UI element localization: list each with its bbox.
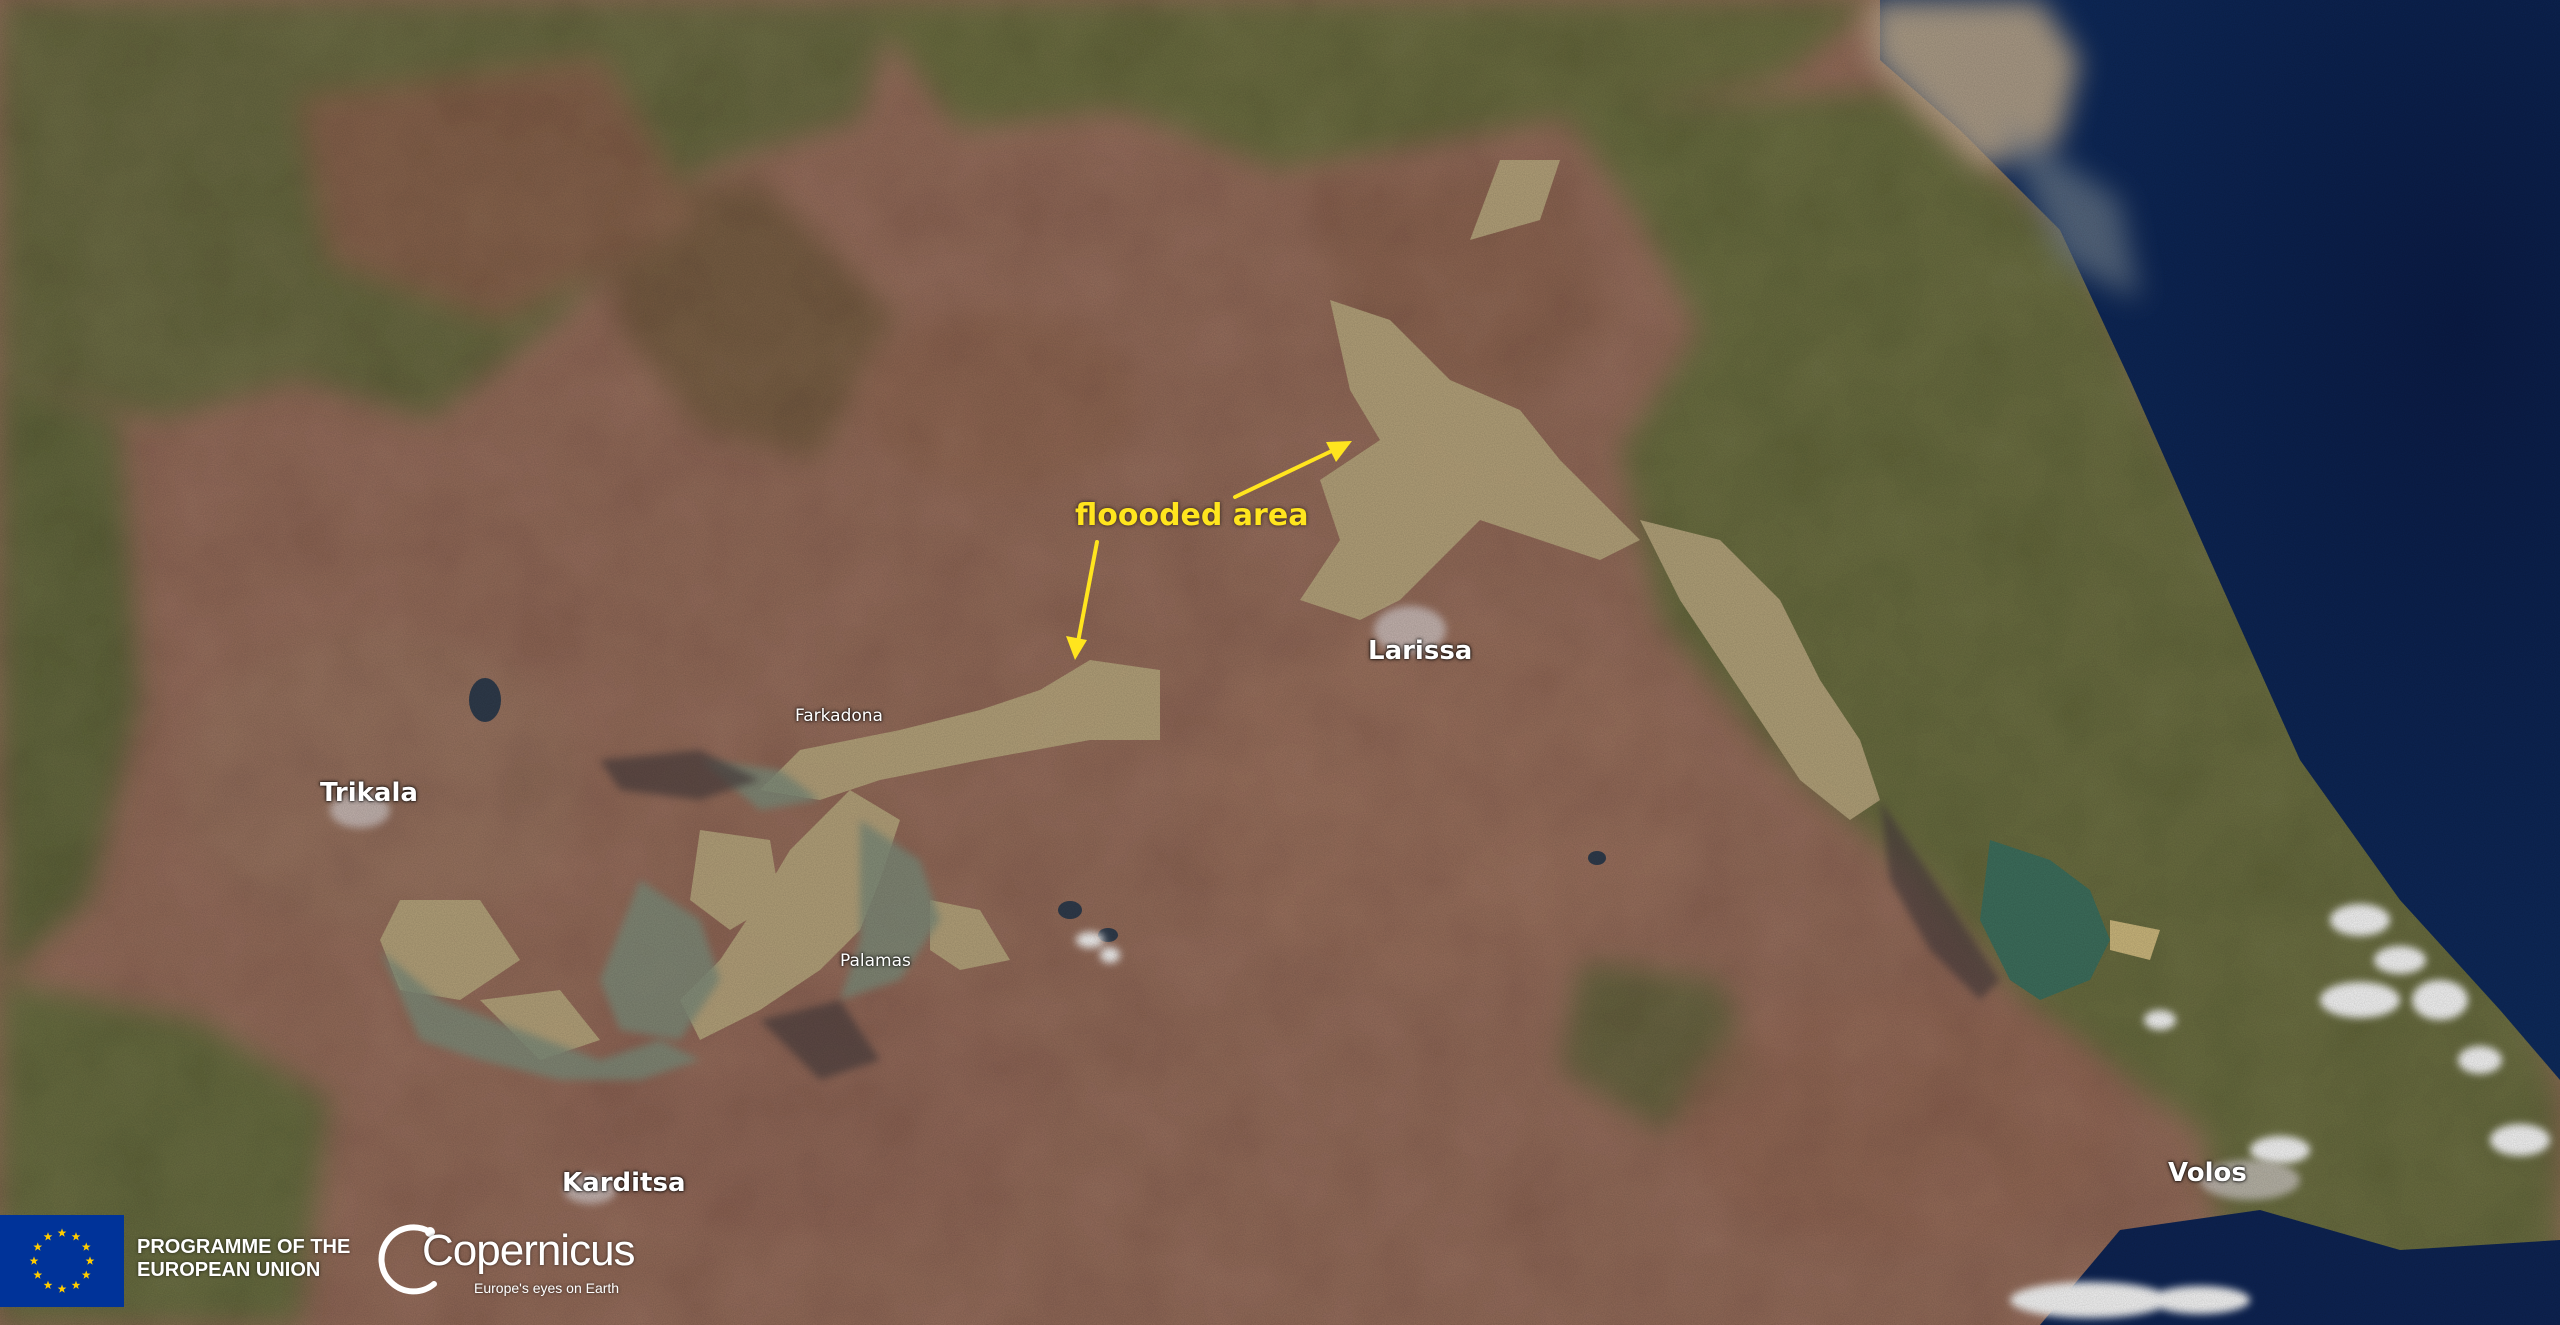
eu-star <box>29 1256 39 1265</box>
eu-star <box>85 1256 95 1265</box>
eu-star <box>81 1242 91 1251</box>
eu-programme-line1: PROGRAMME OF THE <box>137 1236 351 1258</box>
eu-star <box>57 1228 67 1237</box>
eu-programme-text: PROGRAMME OF THE EUROPEAN UNION <box>137 1236 350 1282</box>
eu-star <box>33 1270 43 1279</box>
eu-star <box>71 1232 81 1241</box>
place-label-palamas: Palamas <box>840 951 911 971</box>
eu-star <box>57 1284 67 1293</box>
place-label-trikala: Trikala <box>320 778 418 808</box>
eu-star <box>33 1242 43 1251</box>
place-label-karditsa: Karditsa <box>562 1168 686 1198</box>
eu-star <box>81 1270 91 1279</box>
copernicus-logo: Copernicus Europe's eyes on Earth <box>378 1218 636 1302</box>
eu-programme-line2: EUROPEAN UNION <box>137 1259 321 1281</box>
copernicus-tagline: Europe's eyes on Earth <box>474 1280 620 1296</box>
eu-star <box>43 1232 53 1241</box>
place-label-farkadona: Farkadona <box>795 706 883 726</box>
eu-flag <box>0 1215 124 1307</box>
eu-star <box>43 1280 53 1289</box>
copernicus-name: Copernicus <box>422 1226 636 1275</box>
eu-star <box>71 1280 81 1289</box>
eu-stars-icon <box>0 1215 124 1307</box>
flooded-area-label: floooded area <box>1075 498 1309 533</box>
copernicus-ring-icon <box>378 1224 437 1295</box>
place-label-volos: Volos <box>2168 1158 2247 1188</box>
place-label-larissa: Larissa <box>1368 636 1473 666</box>
